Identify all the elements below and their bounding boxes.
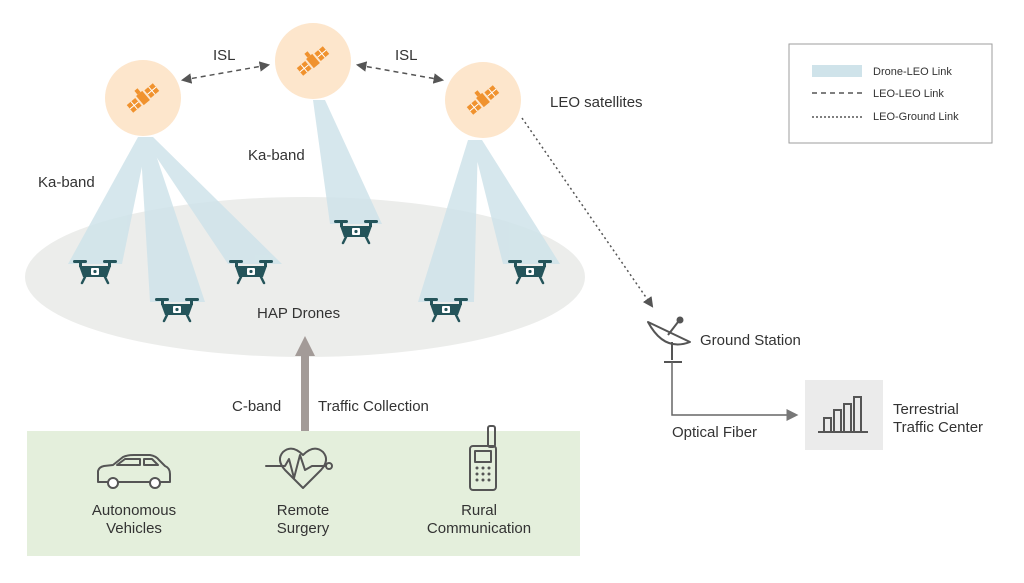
legend: Drone-LEO Link LEO-LEO Link LEO-Ground L…: [788, 43, 993, 144]
isl-label-left: ISL: [213, 47, 236, 64]
traffic-center-label-line2: Traffic Center: [893, 419, 983, 436]
ka-band-label-left: Ka-band: [38, 174, 95, 191]
ka-band-label-center: Ka-band: [248, 147, 305, 164]
traffic-uplink-arrow: [295, 336, 315, 431]
optical-fiber-label: Optical Fiber: [672, 424, 757, 441]
leo-satellite-2: [275, 23, 351, 99]
ground-station-label: Ground Station: [700, 332, 801, 349]
legend-swatch-drone-leo: [812, 65, 862, 77]
app-label-autonomous-line1: Autonomous: [92, 502, 176, 519]
drone-leo-beams: [68, 100, 560, 302]
app-label-surgery-line1: Remote: [277, 502, 330, 519]
ground-applications-band: [27, 431, 580, 556]
optical-fiber-link: [671, 362, 799, 421]
satellite-dish-icon: [647, 316, 691, 363]
leo-satellites-label: LEO satellites: [550, 94, 643, 111]
leo-satellite-3: [445, 62, 521, 138]
beam-sat1-drone3: [143, 137, 282, 264]
app-label-rural-line1: Rural: [461, 502, 497, 519]
app-label-surgery-line2: Surgery: [277, 520, 330, 537]
traffic-collection-label: Traffic Collection: [318, 398, 429, 415]
heartbeat-icon: [265, 447, 333, 489]
beam-sat1-drone2: [140, 137, 205, 302]
legend-label-drone-leo: Drone-LEO Link: [873, 66, 952, 78]
c-band-label: C-band: [232, 398, 281, 415]
beam-sat3-drone1: [418, 140, 478, 302]
isl-link-left: [180, 61, 271, 84]
phone-icon: [469, 425, 497, 491]
beam-sat1-drone1: [68, 137, 148, 264]
app-label-autonomous-line2: Vehicles: [106, 520, 162, 537]
leo-ground-link: [521, 117, 654, 308]
car-icon: [97, 454, 171, 489]
legend-label-leo-leo: LEO-LEO Link: [873, 88, 944, 100]
bar-chart-icon: [818, 396, 868, 433]
hap-drones-label: HAP Drones: [257, 305, 340, 322]
app-label-rural-line2: Communication: [427, 520, 531, 537]
isl-label-right: ISL: [395, 47, 418, 64]
legend-label-leo-ground: LEO-Ground Link: [873, 111, 959, 123]
beam-sat2-drone: [313, 100, 382, 224]
traffic-center-label-line1: Terrestrial: [893, 401, 959, 418]
beam-sat3-drone2: [472, 140, 560, 264]
leo-satellite-1: [105, 60, 181, 136]
isl-link-right: [355, 61, 445, 84]
